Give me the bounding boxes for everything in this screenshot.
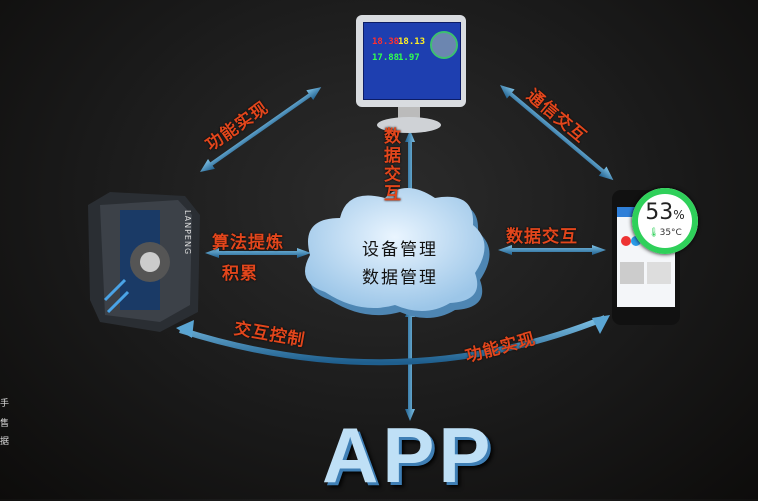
arrow-left xyxy=(205,248,311,258)
monitor-value: 17.88 xyxy=(372,53,400,63)
cloud-text-device: 设备管理 xyxy=(362,240,438,260)
cloud-text-data: 数据管理 xyxy=(362,268,438,288)
humidity-gauge: 53% 🌡35°C xyxy=(632,188,698,254)
label-left-top: 算法提炼 xyxy=(212,233,284,253)
arrow-top-left xyxy=(200,87,322,172)
cloud xyxy=(305,188,490,319)
arrow-right xyxy=(498,245,606,255)
gauge-temperature: 35°C xyxy=(659,228,682,238)
monitor-value: 18.13 xyxy=(398,37,426,47)
side-text: 据 xyxy=(0,437,10,447)
side-text: 手 xyxy=(0,399,10,409)
side-text: 售 xyxy=(0,419,10,429)
monitor-dial xyxy=(430,31,458,59)
percent-sign: % xyxy=(673,208,685,222)
label-right: 数据交互 xyxy=(506,227,578,247)
thermometer-icon: 🌡 xyxy=(648,228,660,238)
monitor-value: 1.97 xyxy=(398,53,420,63)
arrow-vertical-top xyxy=(405,130,415,212)
label-vertical-top: 数据交互 xyxy=(384,127,402,204)
app-title: APP xyxy=(322,411,495,499)
gauge-value: 53 xyxy=(645,200,674,225)
monitor-screen: 18.38 18.13 17.88 1.97 xyxy=(363,22,461,100)
arrow-bottom-curve xyxy=(179,315,607,366)
label-left-bottom: 积累 xyxy=(222,264,258,284)
machine-brand: LANPENG xyxy=(183,210,192,256)
industrial-machine xyxy=(88,192,200,332)
arrow-top-right xyxy=(500,85,614,181)
monitor-value: 18.38 xyxy=(372,37,400,47)
